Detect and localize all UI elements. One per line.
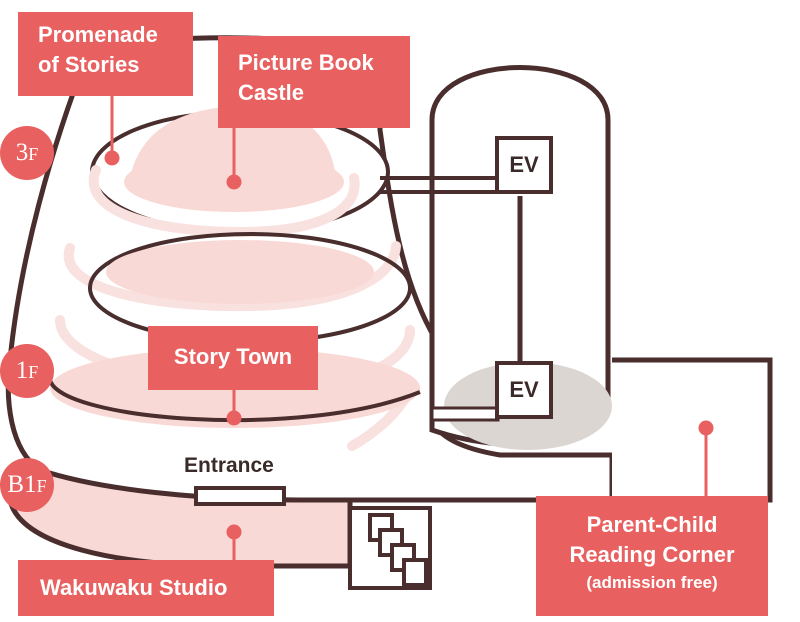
label-picture-book-line1: Picture Book xyxy=(238,50,374,75)
label-picture-book-line2: Castle xyxy=(238,80,305,105)
elevator-lower: EV xyxy=(495,361,553,419)
label-story-town: Story Town xyxy=(148,326,318,390)
floor-b1-num: B1 xyxy=(7,471,37,498)
label-picture-book-castle: Picture Book Castle xyxy=(218,36,410,128)
label-reading-line2: Reading Corner xyxy=(569,542,735,567)
label-promenade-line1: Promenade xyxy=(38,22,158,47)
story-town-outline xyxy=(48,379,421,423)
floor-1-unit: F xyxy=(28,362,39,382)
label-reading-line1: Parent-Child xyxy=(586,512,718,537)
floor-badge-1f: 1F xyxy=(0,344,54,398)
promenade-dot xyxy=(104,150,120,166)
reading-dot xyxy=(698,420,714,436)
label-promenade-line2: of Stories xyxy=(38,52,140,77)
ev-bridge-lower xyxy=(430,406,500,422)
stairs xyxy=(348,506,432,590)
label-promenade-of-stories: Promenade of Stories xyxy=(18,12,193,96)
studio-dot xyxy=(226,524,242,540)
label-reading-admission: (admission free) xyxy=(586,573,718,592)
floor-1-num: 1 xyxy=(15,357,29,384)
floor-b1-unit: F xyxy=(36,476,47,496)
reading-corner-wing xyxy=(612,357,773,503)
label-parent-child-reading-corner: Parent-Child Reading Corner (admission f… xyxy=(536,496,768,616)
floor-badge-b1f: B1F xyxy=(0,458,54,512)
floor-3-unit: F xyxy=(28,144,39,164)
entrance-door xyxy=(194,486,286,506)
elevator-upper: EV xyxy=(495,136,553,194)
mid-platform-fill xyxy=(106,240,374,304)
label-wakuwaku-studio: Wakuwaku Studio xyxy=(18,560,274,616)
entrance-label: Entrance xyxy=(184,454,274,477)
floor-3-num: 3 xyxy=(15,139,29,166)
storytown-dot xyxy=(226,410,242,426)
floor-badge-3f: 3F xyxy=(0,126,54,180)
castle-dot xyxy=(226,174,242,190)
